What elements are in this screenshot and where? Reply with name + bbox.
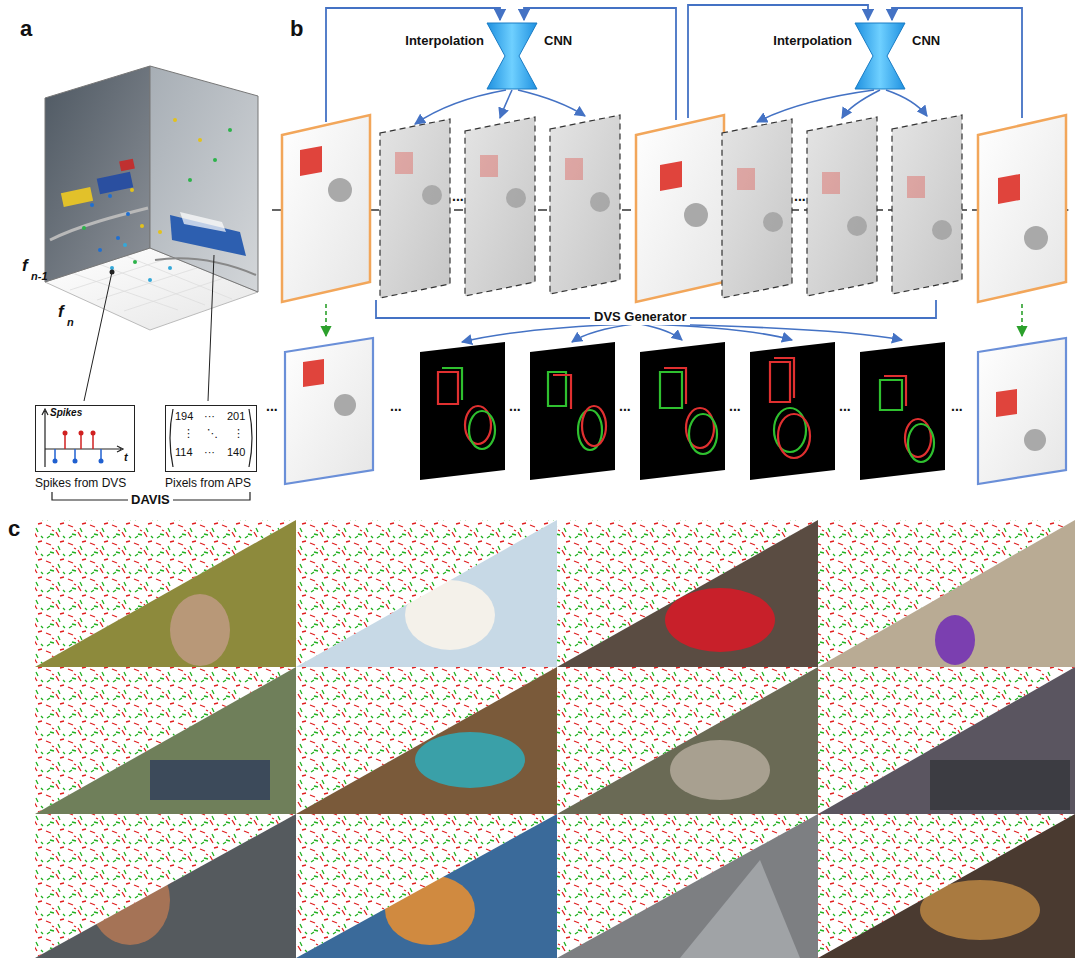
cnn-symbol: [486, 22, 538, 90]
block-text: Interpolation: [773, 34, 852, 49]
ellipsis: ...: [794, 188, 806, 204]
block-text: ⋱: [207, 427, 218, 440]
frame-symbol: f: [58, 302, 64, 322]
cnn-block: Interpolation CNN: [382, 22, 642, 90]
pixel-matrix: 194 ··· 201 ⋮ ⋱ ⋮ 114 ··· 140Pixels from APS: [165, 405, 257, 495]
block-text: ···: [204, 410, 215, 423]
block-text: CNN: [544, 34, 572, 49]
ellipsis: ...: [951, 398, 963, 414]
panel-label: c: [8, 516, 20, 541]
block-text: ···: [204, 446, 215, 459]
block-text: 114: [175, 446, 193, 459]
block-text: ⋮: [233, 427, 244, 440]
frame-subscript: n: [67, 316, 74, 329]
ellipsis: ...: [619, 398, 631, 414]
block-text: Interpolation: [405, 34, 484, 49]
ellipsis: ...: [390, 398, 402, 414]
caption: Spikes from DVS: [35, 477, 126, 491]
cnn-block: Interpolation CNN: [750, 22, 1010, 90]
panel-label: b: [290, 16, 303, 41]
frame-symbol: f: [22, 256, 28, 276]
block-text: t: [124, 451, 128, 464]
block-text: 201: [227, 410, 245, 423]
ellipsis: ...: [839, 398, 851, 414]
ellipsis: ...: [452, 188, 464, 204]
bracket-label: DVS Generator: [590, 310, 690, 325]
block-text: Spikes: [50, 407, 82, 419]
block-text: ⋮: [183, 427, 194, 440]
caption: Pixels from APS: [165, 477, 251, 491]
block-text: 194: [175, 410, 193, 423]
block-text: CNN: [912, 34, 940, 49]
bracket-label: DAVIS: [128, 493, 173, 508]
ellipsis: ...: [729, 398, 741, 414]
frame-subscript: n-1: [31, 270, 48, 283]
ellipsis: ...: [509, 398, 521, 414]
panel-label: a: [20, 16, 32, 41]
block-text: 140: [227, 446, 245, 459]
ellipsis: ...: [266, 398, 278, 414]
spike-plot: Spikes tSpikes from DVS: [35, 405, 135, 495]
cnn-symbol: [854, 22, 906, 90]
